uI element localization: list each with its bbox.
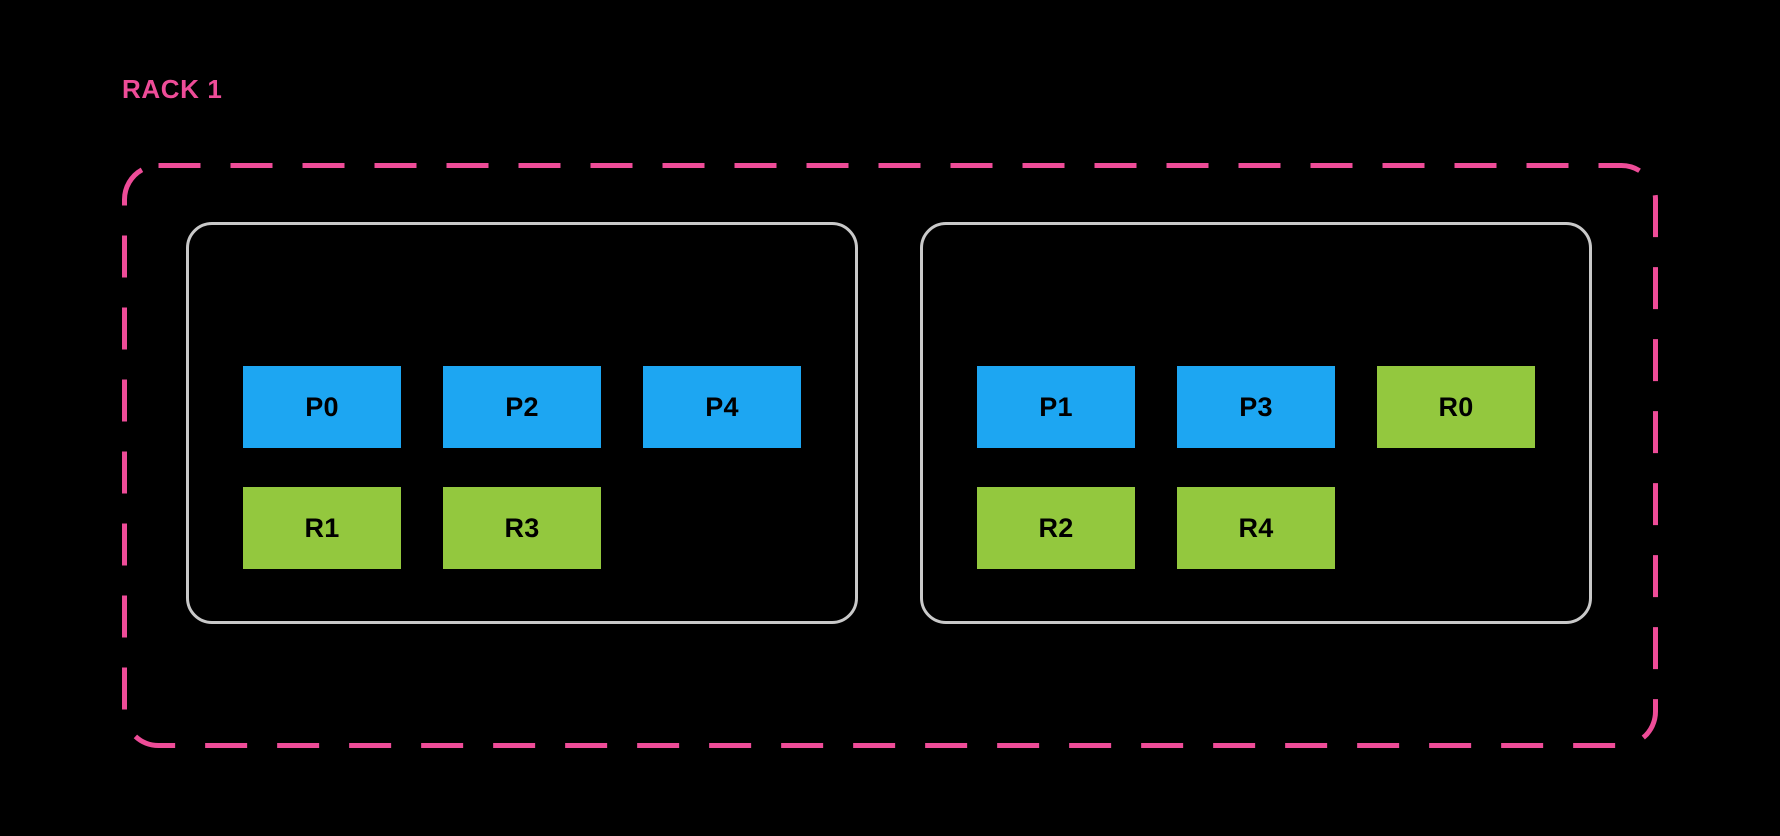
unit-p2[interactable]: P2 bbox=[443, 366, 601, 448]
unit-r0[interactable]: R0 bbox=[1377, 366, 1535, 448]
unit-p3[interactable]: P3 bbox=[1177, 366, 1335, 448]
rack-label: RACK 1 bbox=[122, 74, 223, 104]
unit-row: P0 P2 P4 bbox=[243, 366, 801, 448]
unit-r4[interactable]: R4 bbox=[1177, 487, 1335, 569]
rack-boundary bbox=[122, 163, 1658, 748]
unit-r3[interactable]: R3 bbox=[443, 487, 601, 569]
unit-p0[interactable]: P0 bbox=[243, 366, 401, 448]
unit-r1[interactable]: R1 bbox=[243, 487, 401, 569]
unit-row: P1 P3 R0 bbox=[977, 366, 1535, 448]
unit-r2[interactable]: R2 bbox=[977, 487, 1135, 569]
unit-row: R1 R3 bbox=[243, 487, 801, 569]
unit-p1[interactable]: P1 bbox=[977, 366, 1135, 448]
rack-boundary-outline bbox=[122, 163, 1658, 748]
unit-row: R2 R4 bbox=[977, 487, 1535, 569]
unit-p4[interactable]: P4 bbox=[643, 366, 801, 448]
